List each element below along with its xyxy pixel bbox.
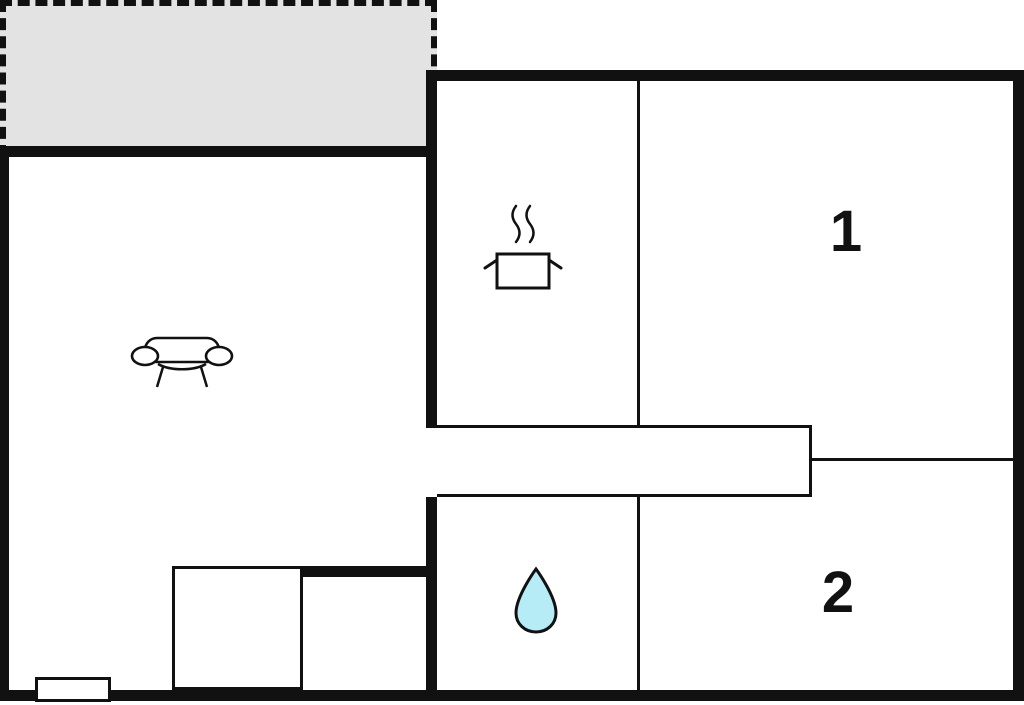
sofa-icon — [130, 336, 234, 388]
bedroom-2-label: 2 — [821, 560, 855, 625]
partition-hallway-top — [437, 425, 812, 428]
wall-kitchen-left — [426, 70, 437, 428]
wall-left — [0, 146, 9, 701]
wall-right — [1013, 70, 1024, 701]
wall-entry-stub — [300, 566, 426, 577]
terrace-area — [0, 0, 437, 157]
partition-hallway-right — [809, 425, 812, 497]
partition-kitchen-bedroom-1 — [637, 81, 640, 425]
hallway-area — [437, 428, 809, 494]
water-drop-icon — [514, 566, 558, 634]
wall-living-room-top — [0, 146, 437, 157]
wall-bottom — [0, 690, 1024, 701]
wall-top — [426, 70, 1024, 81]
partition-bedroom-1-bedroom-2 — [812, 458, 1013, 461]
bedroom-1-label: 1 — [829, 199, 863, 264]
partition-bathroom-bedroom-2 — [637, 497, 640, 690]
window-symbol — [35, 677, 111, 702]
steaming-pot-icon — [483, 204, 563, 290]
partition-hallway-bottom — [437, 494, 812, 497]
entry-closet — [172, 566, 303, 690]
wall-bathroom-left — [426, 497, 437, 690]
bedroom-1-area — [640, 81, 1013, 458]
